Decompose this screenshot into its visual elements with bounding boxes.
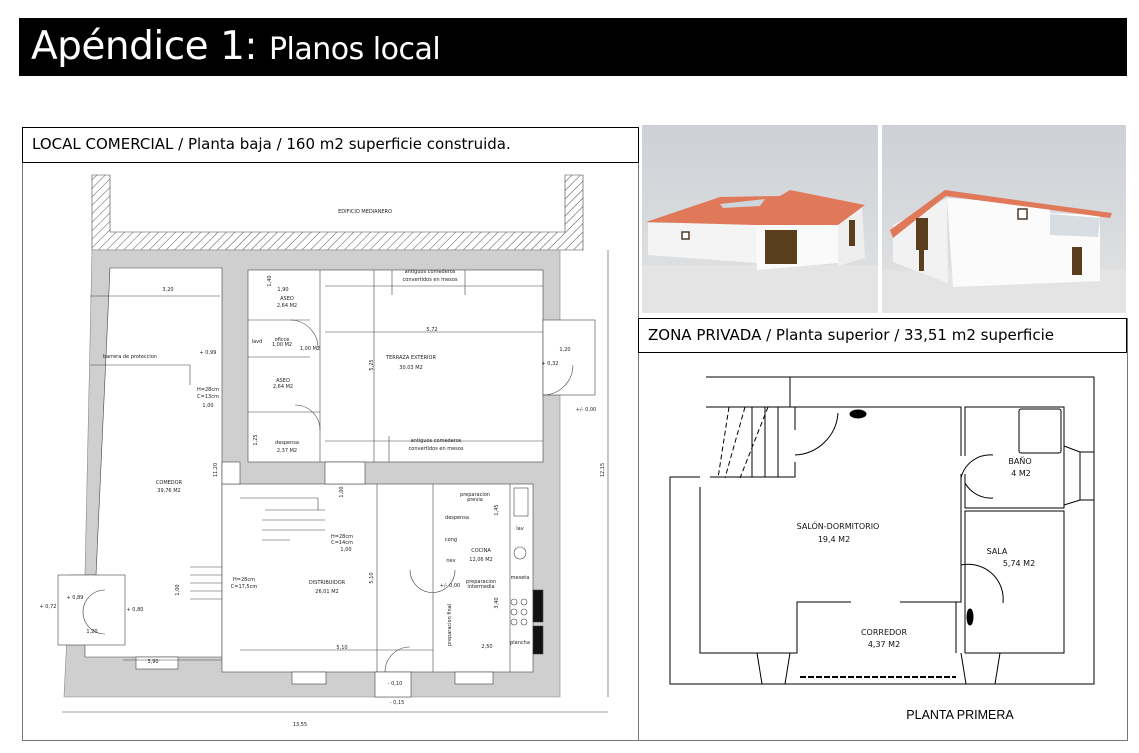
plan-label: 2,37 M2 [277, 448, 297, 454]
render-photo-2 [882, 125, 1126, 313]
plan-label: ASEO [280, 296, 294, 302]
plan-label: plancha [510, 640, 530, 646]
plan-label: H=28cm [331, 534, 353, 540]
plan-label: + 0,32 [542, 361, 559, 367]
plan-label: ASEO [276, 378, 290, 384]
plan-label: 1,25 [253, 434, 259, 445]
render-photo-1 [642, 125, 878, 313]
plan-label: + 0,89 [67, 595, 84, 601]
plan-label: 30,03 M2 [399, 365, 422, 371]
upper-floor-labels: SALÓN-DORMITORIO 19,4 M2 BAÑO 4 M2 SALA … [797, 456, 1036, 722]
plan-label: + 0,72 [40, 604, 57, 610]
plan-label: - 0,10 [388, 681, 403, 687]
ground-floor-plan [57, 174, 609, 713]
plan-label: - 0,15 [390, 700, 405, 706]
plan-caption: PLANTA PRIMERA [906, 708, 1014, 722]
room-name: SALÓN-DORMITORIO [797, 520, 880, 531]
plan-label: 5,10 [336, 645, 347, 651]
plan-label: + 0,99 [200, 350, 217, 356]
plan-label: 1,00 M2 [300, 346, 320, 352]
plan-label: C=13cm [197, 394, 219, 400]
plan-label: COMEDOR [156, 480, 183, 486]
room-name: SALA [987, 547, 1008, 556]
plan-label: 1,00 [340, 547, 351, 553]
plan-label: nev [446, 558, 455, 564]
plan-label: previa [467, 497, 483, 503]
plan-label: 5,72 [426, 327, 437, 333]
room-area: 19,4 M2 [818, 535, 850, 544]
plan-label: intermedia [467, 584, 494, 590]
plan-label: 1,40 [267, 275, 273, 286]
plan-label: oficce [275, 337, 290, 343]
plan-label: 26,01 M2 [315, 589, 338, 595]
plan-label: meseta [511, 575, 530, 581]
plan-label: 3,40 [494, 597, 500, 608]
page-title: Apéndice 1: Planos local [31, 24, 441, 69]
plan-label: 3,20 [162, 287, 173, 293]
plan-label: antiguos comederos [411, 438, 462, 444]
plan-label: preparacion [466, 579, 496, 585]
plan-label: despensa [445, 515, 469, 521]
plan-label: antiguos comederos [405, 269, 456, 275]
plan-label: 1,00 [339, 486, 345, 497]
upper-floor-plan [669, 376, 1095, 685]
title-main: Apéndice 1: [31, 24, 258, 69]
plan-label: 2,50 [481, 644, 492, 650]
plan-label: convertidos en mesos [403, 277, 458, 283]
plan-label: 1,20 [86, 629, 97, 635]
plan-label: + 0,80 [127, 607, 144, 613]
plan-label: 2,64 M2 [273, 384, 293, 390]
plan-label: despensa [275, 440, 299, 446]
plan-label: 5,25 [369, 359, 375, 370]
plan-label: 1,00 M2 [272, 342, 292, 348]
upper-floor-header: ZONA PRIVADA / Planta superior / 33,51 m… [638, 318, 1127, 353]
plan-label: 1,00 [202, 403, 213, 409]
plan-label: +/- 0,00 [576, 407, 596, 413]
room-name: BAÑO [1008, 456, 1031, 466]
plan-label: preparacion [460, 492, 490, 498]
plan-label: convertidos en mesos [409, 446, 464, 452]
plan-label: 12,06 M2 [469, 557, 492, 563]
plan-label: lavd [252, 339, 263, 345]
plan-label: DISTRIBUIDOR [309, 580, 346, 586]
plan-label: +/- 0,00 [440, 583, 460, 589]
plan-label: lav [516, 526, 523, 532]
plan-label: 12,15 [600, 463, 606, 477]
plan-label: cong [445, 537, 457, 543]
plan-label: H=28cm [233, 577, 255, 583]
room-name: CORREDOR [861, 628, 908, 637]
plan-label: 5,10 [369, 572, 375, 583]
plan-label: 1,45 [494, 504, 500, 515]
plan-label: 1,00 [175, 584, 181, 595]
plan-label: barrera de proteccion [103, 354, 157, 360]
plan-label: preparacion final [447, 604, 453, 646]
ground-floor-header: LOCAL COMERCIAL / Planta baja / 160 m2 s… [22, 127, 639, 163]
ground-floor-labels: EDIFICIO MEDIANERO 3,20 barrera de protecc… [40, 209, 606, 728]
plan-label: C=17,5cm [231, 584, 258, 590]
plan-label: COCINA [471, 548, 491, 554]
room-area: 4 M2 [1011, 469, 1031, 478]
plan-label: 3,90 [147, 659, 158, 665]
room-area: 5,74 M2 [1003, 559, 1035, 568]
plan-label: 39,76 M2 [157, 488, 180, 494]
plan-label: 2,64 M2 [277, 303, 297, 309]
room-area: 4,37 M2 [868, 640, 900, 649]
plan-label: 1,20 [559, 347, 570, 353]
plan-label: 11,20 [213, 463, 219, 477]
plan-label: 13,55 [293, 722, 307, 728]
plan-label: H=28cm [197, 387, 219, 393]
title-sub: Planos local [268, 32, 441, 67]
plan-label: EDIFICIO MEDIANERO [338, 209, 392, 215]
plan-label: 1,90 [277, 287, 288, 293]
plan-label: TERRAZA EXTERIOR [385, 355, 436, 361]
plan-label: C=14cm [331, 540, 353, 546]
title-bar: Apéndice 1: Planos local [19, 18, 1127, 76]
